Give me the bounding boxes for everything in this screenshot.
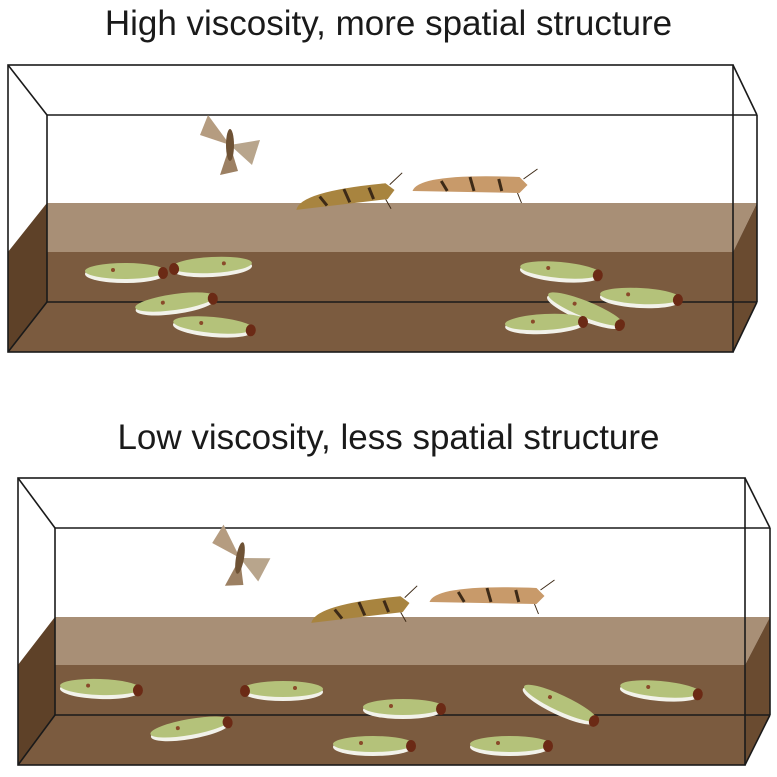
larva [85, 263, 168, 283]
panel-title-low-viscosity: Low viscosity, less spatial structure [117, 418, 660, 457]
larva [169, 256, 253, 278]
larva [240, 681, 323, 701]
moths [200, 115, 538, 210]
larva [619, 680, 703, 702]
larva [505, 313, 589, 335]
larva [363, 699, 446, 719]
larva [519, 261, 603, 283]
larva [333, 736, 416, 756]
moth [212, 524, 271, 586]
high-viscosity-tank-diagram [7, 64, 758, 353]
panel-title-high-viscosity: High viscosity, more spatial structure [104, 4, 673, 43]
moth [311, 585, 418, 623]
larva [172, 316, 256, 338]
larvae [59, 678, 703, 756]
larva [547, 292, 626, 332]
larva [150, 716, 233, 742]
larvae [85, 256, 683, 338]
moth [412, 168, 538, 204]
larva [59, 678, 143, 700]
low-viscosity-tank-diagram [17, 477, 771, 766]
moth [429, 579, 555, 615]
larva [135, 292, 218, 316]
larva [599, 287, 683, 309]
larva [470, 736, 553, 756]
moth [296, 172, 403, 210]
moth [200, 115, 260, 175]
moths [212, 524, 555, 623]
larva [522, 684, 600, 727]
